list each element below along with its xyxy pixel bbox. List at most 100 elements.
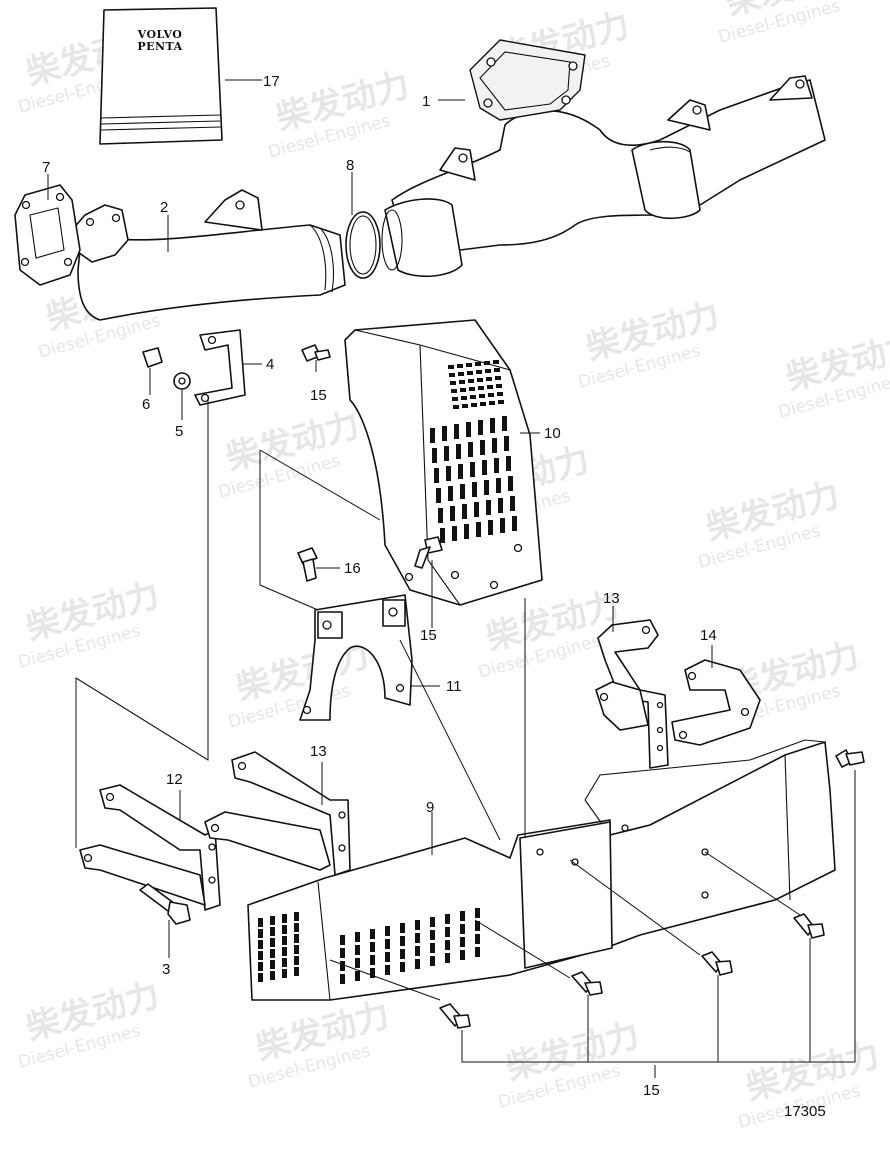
vent-slot	[498, 400, 504, 404]
vent-slot	[496, 384, 502, 388]
callout-13-right: 13	[603, 590, 620, 607]
vent-slot	[477, 378, 483, 382]
vent-slot	[466, 363, 472, 367]
vent-slot	[461, 396, 467, 400]
vent-slot	[475, 934, 480, 944]
vent-slot	[294, 956, 299, 965]
vent-slot	[430, 943, 435, 953]
vent-slot	[451, 389, 457, 393]
part-14-gasket	[671, 659, 761, 746]
vent-slot	[460, 924, 465, 934]
callout-3: 3	[162, 961, 170, 978]
vent-slot	[430, 428, 435, 443]
vent-slot	[415, 933, 420, 943]
vent-slot	[494, 368, 500, 372]
vent-slot	[430, 956, 435, 966]
vent-slot	[494, 458, 499, 473]
vent-slot	[370, 929, 375, 939]
vent-slot	[258, 918, 263, 927]
vent-slot	[282, 914, 287, 923]
vent-slot	[480, 402, 486, 406]
vent-slot	[498, 498, 503, 513]
callout-13-left: 13	[310, 743, 327, 760]
part-15-bolt-lower-5	[835, 749, 865, 768]
vent-slot	[370, 942, 375, 952]
vent-slot	[487, 385, 493, 389]
vent-slot	[506, 456, 511, 471]
part-5-nut	[173, 372, 191, 390]
vent-slot	[486, 377, 492, 381]
part-2-exhaust-pipe	[71, 189, 346, 321]
vent-slot	[355, 945, 360, 955]
callout-6: 6	[142, 396, 150, 413]
vent-slot	[385, 952, 390, 962]
vent-slot	[488, 520, 493, 535]
vent-slot	[460, 937, 465, 947]
vent-slot	[497, 392, 503, 396]
vent-slot	[270, 916, 275, 925]
vent-slot	[489, 401, 495, 405]
vent-slot	[400, 962, 405, 972]
callout-15-bottom: 15	[643, 1082, 660, 1099]
vent-slot	[430, 917, 435, 927]
vent-slot	[282, 947, 287, 956]
vent-slot	[442, 426, 447, 441]
vent-slot	[500, 518, 505, 533]
vent-slot	[484, 480, 489, 495]
vent-slot	[460, 484, 465, 499]
vent-slot	[454, 424, 459, 439]
vent-slot	[475, 362, 481, 366]
vent-slot	[400, 936, 405, 946]
vent-slot	[469, 387, 475, 391]
vent-slot	[415, 946, 420, 956]
part-12-bracket	[79, 784, 221, 911]
vent-slot	[474, 502, 479, 517]
vent-slot	[462, 504, 467, 519]
part-3-bolt	[139, 883, 191, 925]
vent-slot	[450, 381, 456, 385]
vent-slot	[340, 961, 345, 971]
vent-slot	[444, 446, 449, 461]
vent-slot	[496, 478, 501, 493]
vent-slot	[445, 927, 450, 937]
part-1-exhaust-manifold	[391, 39, 826, 269]
callout-9: 9	[426, 799, 434, 816]
vent-slot	[448, 486, 453, 501]
vent-slot	[282, 936, 287, 945]
part-15-bolt-lower-4	[793, 913, 825, 939]
vent-slot	[400, 949, 405, 959]
vent-slot	[504, 436, 509, 451]
part-15-bolt-lower-3	[701, 951, 733, 976]
part-15-bolt-lower-2	[571, 971, 603, 996]
callout-12: 12	[166, 771, 183, 788]
callout-10: 10	[544, 425, 561, 442]
callout-15-top: 15	[310, 387, 327, 404]
callout-4: 4	[266, 356, 274, 373]
vent-slot	[370, 955, 375, 965]
vent-slot	[493, 360, 499, 364]
callout-17: 17	[263, 73, 280, 90]
vent-slot	[471, 403, 477, 407]
drawing-number: 17305	[784, 1103, 826, 1120]
vent-slot	[488, 393, 494, 397]
vent-slot	[460, 950, 465, 960]
leader-lines	[47, 79, 856, 1078]
part-9-lower-heat-shield	[247, 739, 836, 1001]
vent-slot	[385, 939, 390, 949]
vent-slot	[490, 418, 495, 433]
vent-slot	[482, 460, 487, 475]
part-15-bolt-lower-1	[439, 1003, 471, 1029]
vent-slot	[340, 935, 345, 945]
vent-slot	[460, 388, 466, 392]
vent-slot	[460, 911, 465, 921]
callout-8: 8	[346, 157, 354, 174]
part-10-upper-heat-shield	[344, 319, 543, 606]
vent-slot	[258, 973, 263, 982]
part-13-bracket-left	[204, 751, 351, 876]
vent-slot	[432, 448, 437, 463]
vent-slot	[468, 442, 473, 457]
vent-slot	[502, 416, 507, 431]
vent-slot	[445, 914, 450, 924]
vent-slot	[270, 938, 275, 947]
